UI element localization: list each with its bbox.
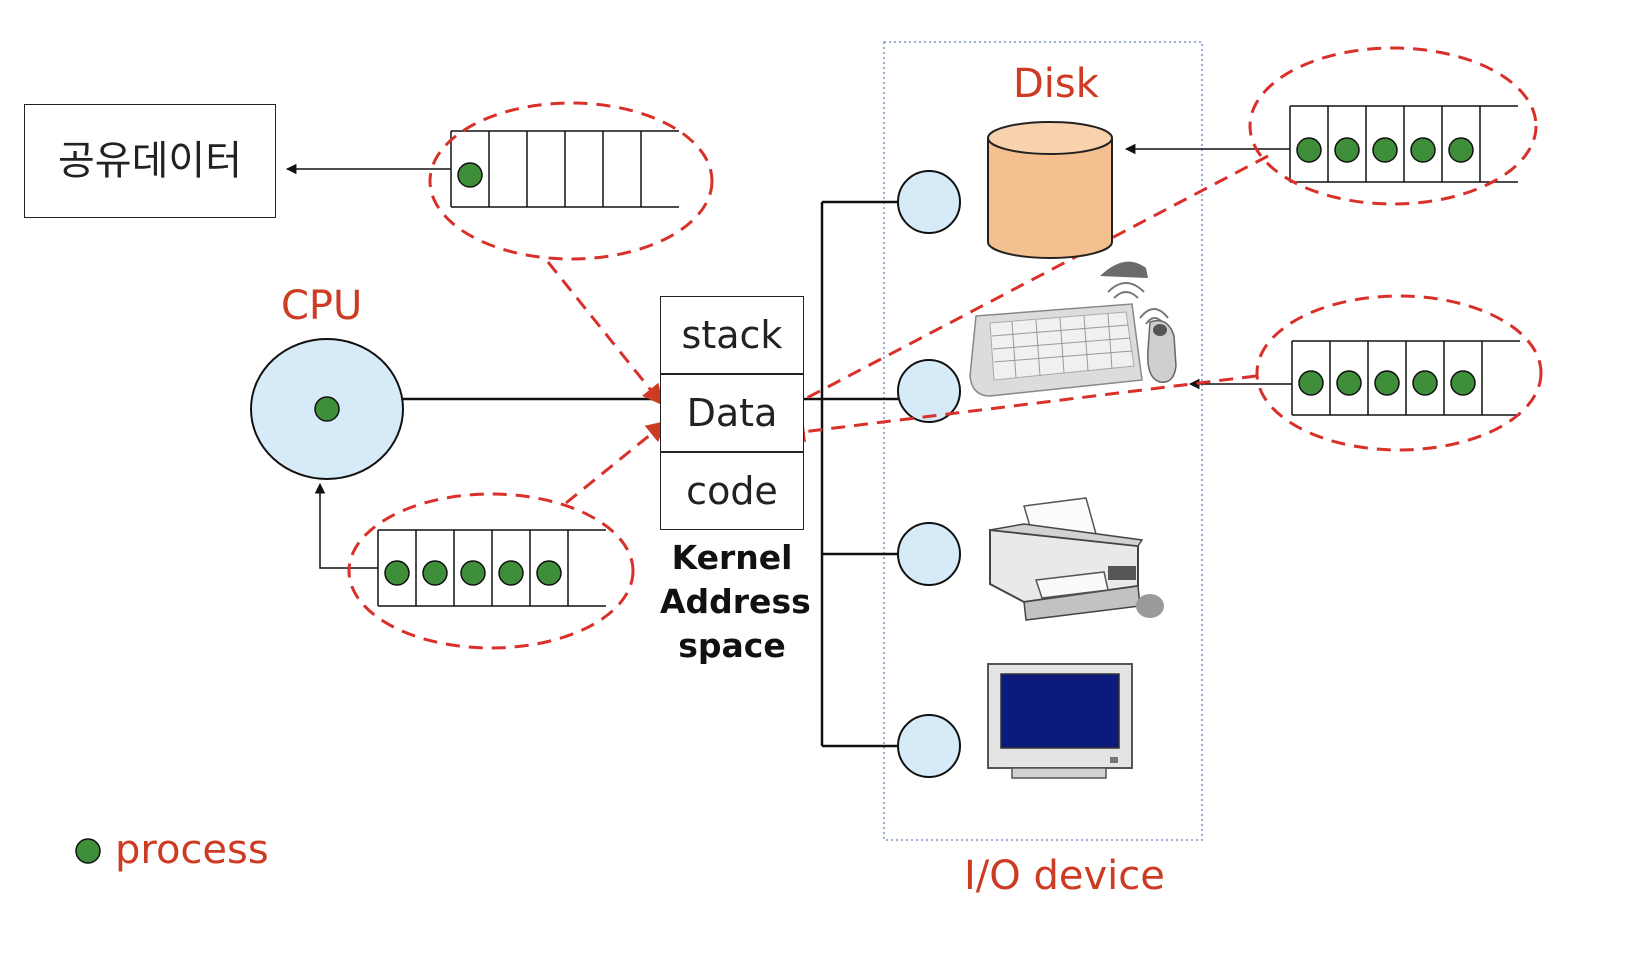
cylinder-disk-icon — [987, 121, 1113, 259]
cpu-queue-arrow — [314, 482, 378, 569]
stack-segment: stack — [660, 296, 804, 374]
disk-queue-highlight — [1248, 46, 1538, 206]
keyboard-queue-processes — [1298, 370, 1476, 396]
bus-lines — [403, 200, 898, 748]
cpu-queue-highlight — [347, 492, 635, 650]
shared-data-queue — [450, 130, 679, 208]
keyboard-mouse-icon — [969, 261, 1177, 397]
stack-label: stack — [681, 313, 783, 357]
cpu-queue-processes — [384, 560, 562, 586]
process-dot — [457, 162, 483, 188]
code-label: code — [686, 469, 778, 513]
kernel-address-space-label: Kernel Address space — [660, 538, 811, 665]
keyboard-queue-highlight — [1255, 294, 1543, 452]
printer-bubble — [897, 522, 961, 586]
shared-data-label: 공유데이터 — [58, 138, 242, 184]
shared-queue-highlight — [428, 101, 714, 261]
io-device-label: I/O device — [964, 853, 1165, 899]
cpu-ready-queue — [377, 529, 606, 607]
data-access-arrows — [546, 154, 1269, 505]
cpu-label: CPU — [281, 283, 363, 329]
disk-bubble — [897, 170, 961, 234]
shared-data-box: 공유데이터 — [24, 104, 276, 218]
data-segment: Data — [660, 374, 804, 452]
disk-queue-processes — [1296, 137, 1474, 163]
monitor-icon — [987, 663, 1133, 779]
disk-label: Disk — [1013, 61, 1099, 107]
printer-icon — [989, 497, 1164, 621]
keyboard-queue — [1291, 340, 1520, 416]
legend-process-dot — [75, 838, 101, 864]
legend-label: process — [115, 827, 269, 873]
io-device-boundary — [883, 41, 1203, 841]
disk-queue — [1289, 105, 1518, 183]
data-label: Data — [686, 391, 778, 435]
monitor-bubble — [897, 714, 961, 778]
cpu-process-dot — [314, 396, 340, 422]
code-segment: code — [660, 452, 804, 530]
keyboard-bubble — [897, 359, 961, 423]
